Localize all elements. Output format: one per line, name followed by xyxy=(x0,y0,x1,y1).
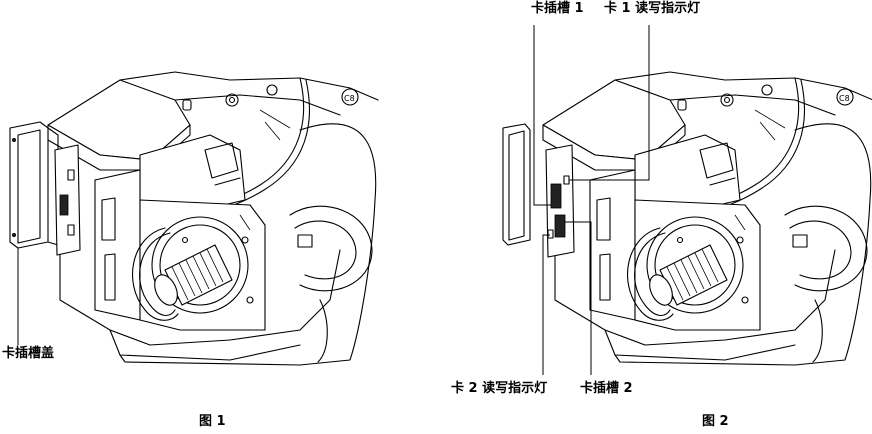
figure2-camera-drawing xyxy=(502,25,872,375)
label-slot-1-access-led: 卡 1 读写指示灯 xyxy=(604,1,701,16)
card-slot-1 xyxy=(550,183,562,209)
card-slot-2 xyxy=(554,214,566,238)
label-slot-cover: 卡插槽盖 xyxy=(2,346,55,361)
label-slot-2: 卡插槽 2 xyxy=(580,381,633,396)
figure2-caption: 图 2 xyxy=(702,414,729,429)
figure1-caption: 图 1 xyxy=(199,414,226,429)
figure1-camera-drawing xyxy=(9,71,379,366)
card-2-access-led xyxy=(547,229,554,239)
slot2-led-leader xyxy=(542,234,550,375)
label-slot-2-access-led: 卡 2 读写指示灯 xyxy=(451,381,548,396)
slot2-leader xyxy=(565,221,592,375)
slot1-leader xyxy=(533,25,551,206)
label-slot-1: 卡插槽 1 xyxy=(531,1,584,16)
slot1-led-leader xyxy=(569,25,650,181)
